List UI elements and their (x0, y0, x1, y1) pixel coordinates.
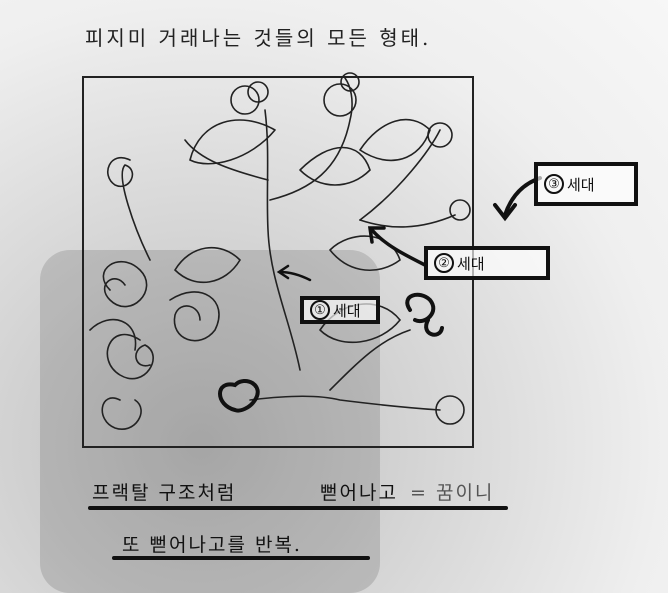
arrow-3-to-2-head (493, 203, 517, 222)
caption-underline-2 (112, 556, 370, 560)
flower-bud (449, 199, 471, 221)
generation-label-3: ③ 세대 (534, 162, 638, 206)
leaf (299, 146, 371, 186)
spiral-curl (89, 318, 137, 351)
flower-bud (427, 122, 453, 148)
caption-line-1-part-3: = 꿈이니 (410, 482, 495, 504)
arrow-1-to-stem (278, 270, 312, 282)
main-stem (264, 109, 301, 371)
generation-label-2: ② 세대 (424, 246, 550, 280)
spiral-curl (106, 157, 151, 261)
leaf (329, 235, 401, 271)
leaf (189, 119, 276, 165)
caption-line-1-part-2: 뻗어나고 (320, 482, 398, 504)
generation-label-1: ① 세대 (300, 296, 380, 324)
generation-text: 세대 (333, 301, 361, 320)
caption-line-2: 또 뻗어나고를 반복. (122, 534, 302, 556)
arrow-1-to-stem-head (276, 264, 290, 280)
flower-bud (230, 85, 260, 115)
generation-number: ① (310, 300, 330, 320)
caption-line-1-part-1: 프랙탈 구조처럼 (92, 482, 237, 504)
generation-number: ② (434, 253, 454, 273)
arrow-2-to-1 (370, 228, 427, 267)
generation-text: 세대 (567, 175, 595, 194)
branch-stem (249, 395, 441, 411)
heart-bud (218, 379, 260, 413)
arrow-2-to-1-head (367, 226, 386, 244)
spiral-curl (106, 333, 154, 380)
flower-bud (340, 72, 360, 92)
branch-stem (359, 214, 456, 228)
branch-stem (359, 129, 441, 221)
ring-bud (405, 292, 436, 324)
generation-text: 세대 (457, 254, 485, 273)
spiral-curl (101, 397, 142, 431)
spiral-curl (102, 260, 148, 308)
branch-stem (329, 329, 411, 391)
ring-bud (424, 318, 444, 337)
caption-underline-1 (88, 506, 508, 510)
leaf (359, 118, 431, 162)
branch-stem (184, 139, 269, 181)
branch-stem (269, 77, 353, 201)
flower-bud (435, 395, 465, 425)
spiral-curl (169, 291, 220, 342)
generation-number: ③ (544, 174, 564, 194)
flower-bud (323, 83, 357, 117)
flower-bud (247, 81, 269, 103)
page-title: 피지미 거래나는 것들의 모든 형태. (85, 26, 432, 50)
leaf (173, 246, 241, 284)
